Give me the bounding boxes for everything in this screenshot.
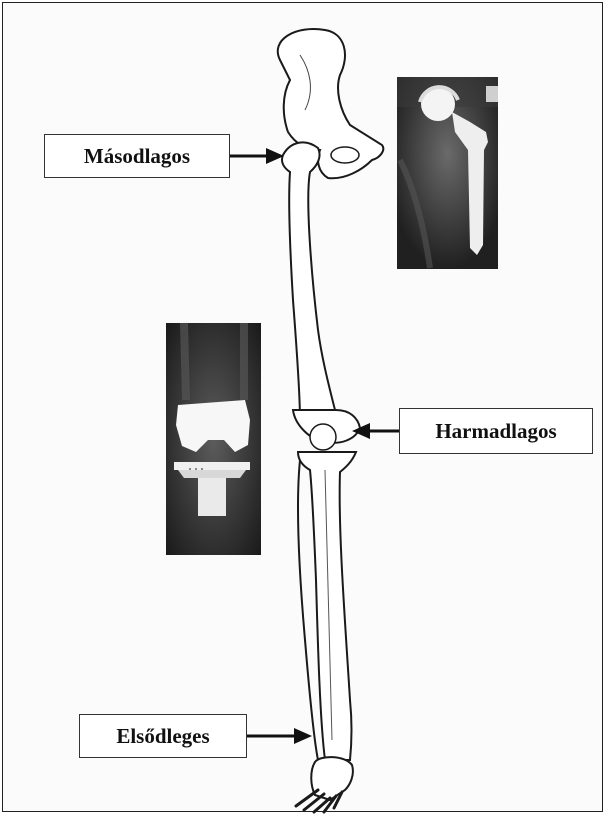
label-masodlagos: Másodlagos (44, 134, 230, 178)
tibia-fibula-bones (298, 452, 356, 760)
label-elsodleges: Elsődleges (79, 714, 247, 758)
femur-bone (282, 142, 360, 450)
foot-bones (296, 757, 353, 812)
arrow-to-foot (247, 728, 312, 744)
label-harmadlagos: Harmadlagos (399, 408, 593, 454)
arrow-to-hip (230, 148, 284, 164)
knee-implant-xray-image (166, 323, 261, 555)
hip-implant-xray-image (397, 77, 498, 269)
